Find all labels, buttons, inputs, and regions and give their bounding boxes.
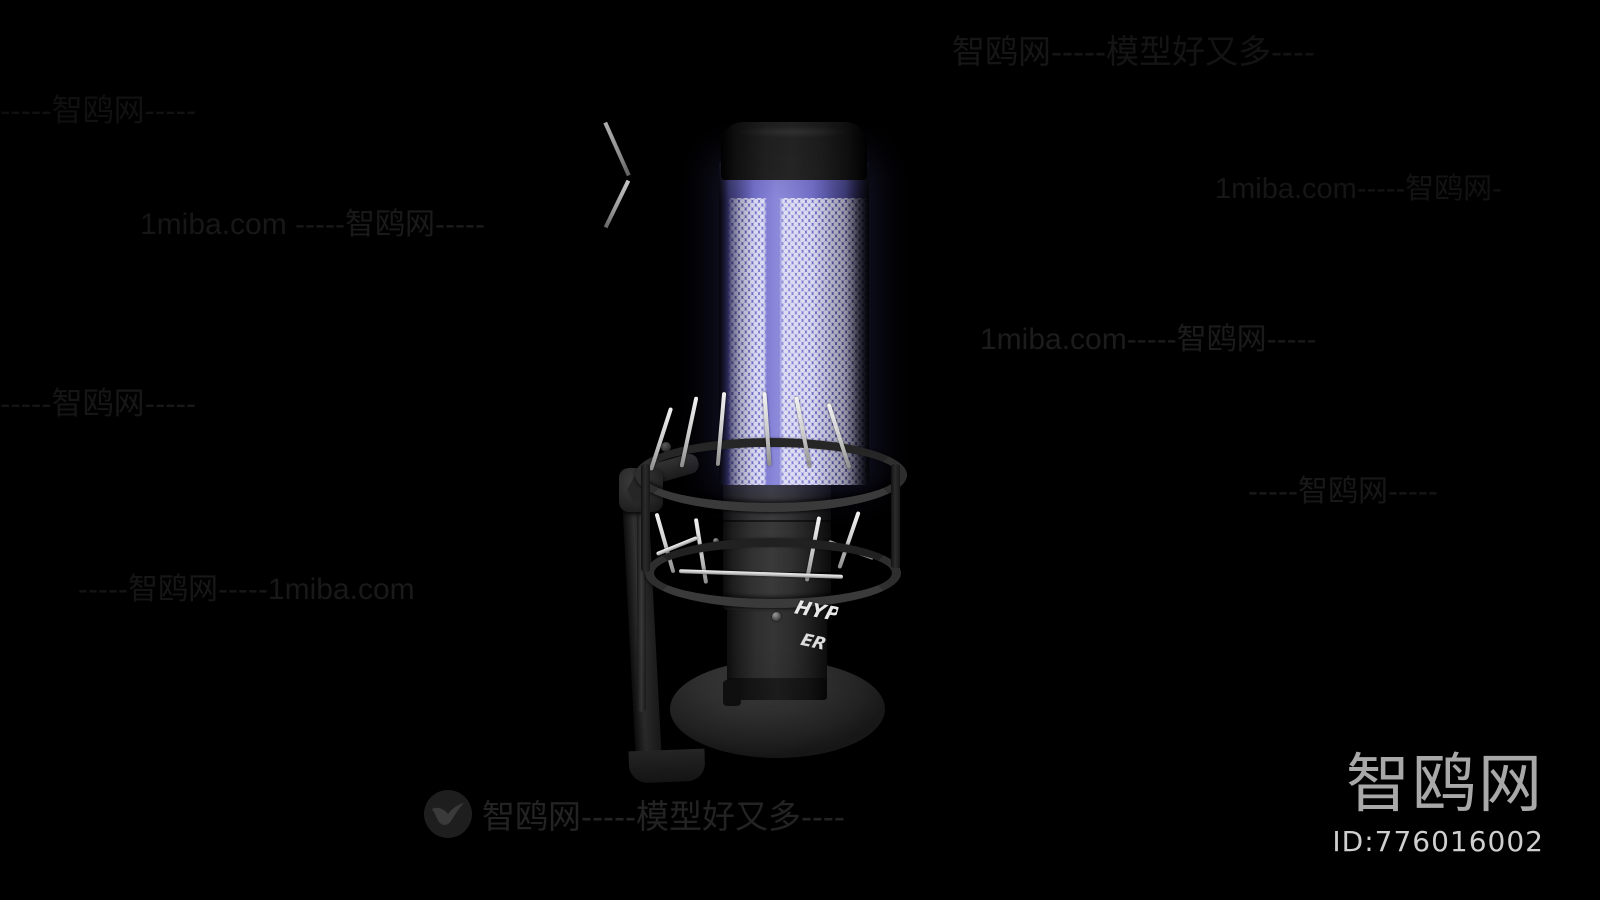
watermark-text: -----智鸥网-----1miba.com (78, 573, 415, 606)
mount-screw-icon (772, 612, 781, 621)
model-id-label: ID:776016002 (1332, 825, 1544, 858)
seagull-logo-icon (424, 790, 472, 838)
watermark-text: 1miba.com -----智鸥网----- (140, 208, 485, 241)
mic-lower-barrel-edge (723, 680, 741, 706)
shock-mount-ring-bottom-front (645, 538, 901, 608)
mic-top-cap-highlight (739, 126, 847, 138)
yoke-arm-foot (628, 748, 706, 784)
watermark-text: -----智鸥网----- (1248, 475, 1438, 508)
brand-block: 智鸥网 ID:776016002 (1332, 747, 1544, 858)
shock-mount-post (891, 464, 900, 568)
mic-grille (719, 160, 869, 485)
mic-grille-shading (719, 160, 869, 485)
watermark-text: -----智鸥网----- (0, 386, 197, 421)
shock-mount-post (641, 464, 650, 572)
bottom-center-watermark-text: 智鸥网-----模型好又多---- (482, 798, 845, 835)
suspension-band (603, 121, 631, 177)
brand-title: 智鸥网 (1346, 747, 1544, 822)
watermark-text: 1miba.com-----智鸥网----- (980, 323, 1317, 356)
mic-barrel-seam (723, 520, 831, 522)
watermark-text: -----智鸥网----- (0, 93, 197, 128)
shock-mount-ring-top-front (635, 438, 907, 512)
mic-lower-barrel-band (727, 678, 827, 700)
suspension-band (603, 179, 631, 229)
watermark-text: 智鸥网-----模型好又多---- (952, 33, 1315, 70)
watermark-text: 1miba.com-----智鸥网- (1215, 173, 1502, 205)
bottom-center-watermark: 智鸥网-----模型好又多---- (424, 790, 845, 838)
microphone-3d-model: HYP ER (603, 120, 915, 784)
